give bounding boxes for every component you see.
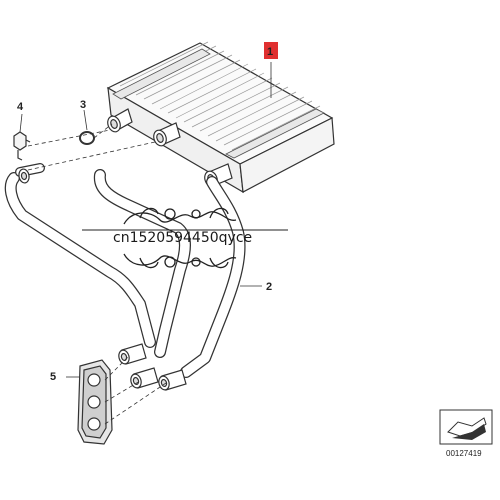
reference-number: 00127419 [446, 449, 482, 458]
heater-core[interactable] [106, 41, 335, 194]
callout-5[interactable]: 5 [50, 371, 56, 383]
hose-fittings [18, 168, 187, 391]
highlight-box [264, 42, 278, 59]
callout-3[interactable]: 3 [80, 99, 86, 111]
callout-2[interactable]: 2 [266, 281, 272, 293]
heater-core-fins [119, 41, 321, 151]
clip-part[interactable] [13, 131, 31, 161]
hose-assembly[interactable] [4, 163, 246, 378]
watermark-ornament [82, 207, 288, 269]
callout-4[interactable]: 4 [17, 101, 24, 113]
gasket-flange[interactable] [77, 359, 113, 445]
watermark-text: cn1520594450qyce [113, 230, 252, 246]
callout-1[interactable]: 1 [267, 46, 273, 58]
reference-icon [439, 409, 493, 445]
leader-lines [19, 62, 272, 425]
